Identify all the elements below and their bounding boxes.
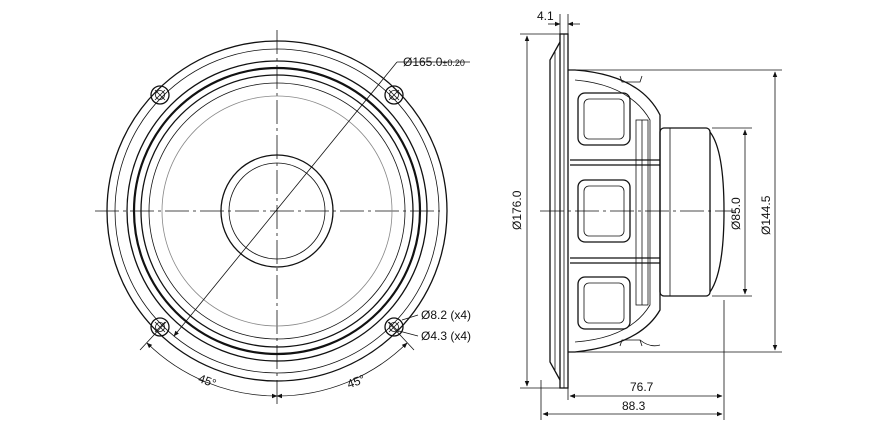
surround-ring-inner: [148, 82, 406, 340]
side-terminal-bottom: [619, 339, 643, 347]
mount-hole-top-left: [150, 85, 170, 105]
mount-hole-bottom-left: [150, 317, 170, 337]
side-view: 4.1 Ø176.0 Ø85.0 Ø144.5 76.7 88.3: [510, 9, 782, 420]
outer-diameter-label: Ø165.0±0.20: [403, 55, 465, 69]
mount-hole-top-right: [384, 85, 404, 105]
dust-cap-outer: [220, 154, 334, 268]
angle-arc-left: [146, 342, 278, 399]
dust-cap-inner: [228, 162, 326, 260]
side-terminal-top: [619, 75, 643, 83]
diameter-leader-line: [173, 61, 398, 337]
depth-total-label: 88.3: [622, 399, 646, 413]
mount-hole-bottom-right: [384, 317, 404, 337]
basket-window-3: [577, 276, 631, 330]
cutout-diameter-label: Ø144.5: [759, 195, 773, 235]
angle-left-label: 45°: [196, 371, 218, 390]
flange-thickness-label: 4.1: [537, 9, 554, 23]
angle-right-label: 45°: [345, 372, 367, 391]
angle-arc-right: [276, 342, 408, 399]
side-magnet-cap: [709, 131, 725, 293]
overall-diameter-label: Ø176.0: [510, 190, 524, 230]
basket-window-1: [577, 92, 631, 146]
cone-ring: [161, 95, 393, 327]
hole-inner-label: Ø4.3 (x4): [421, 329, 471, 343]
side-magnet: [659, 127, 711, 297]
angle-extension-right: [387, 321, 415, 351]
depth-partial-label: 76.7: [630, 380, 654, 394]
hole-callout-leader-1: [401, 314, 419, 321]
angle-extension-left: [139, 321, 167, 351]
hole-outer-label: Ø8.2 (x4): [421, 308, 471, 322]
magnet-diameter-label: Ø85.0: [729, 197, 743, 230]
hole-callout-leader-2: [398, 330, 419, 337]
front-view: Ø165.0±0.20 Ø8.2 (x4) Ø4.3 (x4) 45° 45°: [95, 30, 471, 405]
